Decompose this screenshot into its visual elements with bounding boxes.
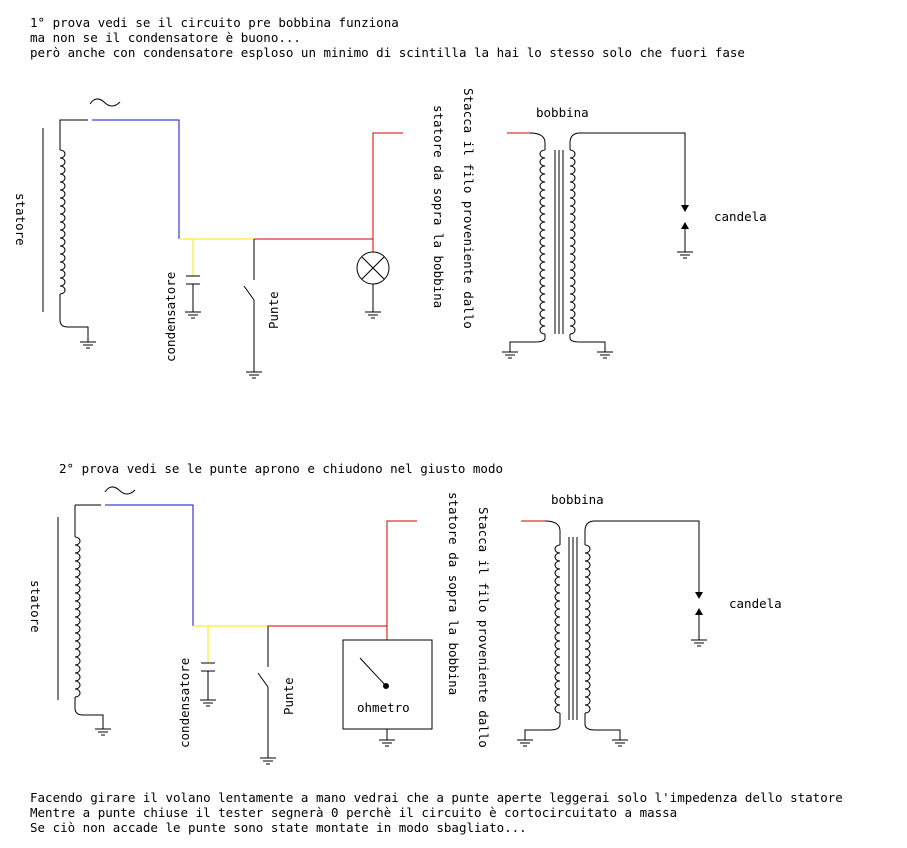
test2-heading: 2° prova vedi se le punte aprono e chiud… (59, 461, 504, 476)
label-statore: statore (28, 580, 43, 633)
label-punte: Punte (281, 677, 296, 715)
label-ohmetro: ohmetro (357, 700, 410, 715)
wire-red (254, 132, 403, 252)
label-condensatore: condensatore (177, 657, 192, 748)
label-statore: statore (13, 193, 28, 246)
ignition-coil-2 (517, 520, 700, 747)
wire-blue (92, 119, 180, 239)
spark-plug-1 (677, 205, 693, 259)
wire-red (268, 520, 417, 640)
stator-coil-2 (57, 504, 111, 736)
intro-line-3: però anche con condensatore esploso un m… (30, 45, 745, 60)
label-note-b: statore da sopra la bobbina (446, 492, 461, 696)
label-bobbina: bobbina (551, 492, 604, 507)
wire-yellow (179, 238, 254, 276)
ground-symbol (80, 341, 96, 349)
ac-symbol (89, 98, 121, 107)
label-condensatore: condensatore (163, 271, 178, 362)
capacitor (185, 275, 201, 319)
breaker-points (257, 626, 276, 765)
label-note-a: Stacca il filo proveniente dallo (461, 88, 476, 329)
label-punte: Punte (266, 291, 281, 329)
intro-line-2: ma non se il condensatore è buono... (30, 30, 301, 45)
footer-line-3: Se ciò non accade le punte sono state mo… (30, 820, 527, 835)
diagram-1 (42, 98, 693, 379)
capacitor (200, 662, 216, 707)
lamp (356, 251, 390, 319)
ignition-coil-1 (502, 132, 686, 359)
wire-blue (105, 504, 194, 626)
stator-coil-1 (42, 119, 89, 342)
breaker-points (243, 239, 262, 379)
ohmmeter (342, 639, 433, 747)
label-note-a: Stacca il filo proveniente dallo (476, 507, 491, 748)
label-candela: candela (714, 209, 767, 224)
label-candela: candela (729, 596, 782, 611)
ac-symbol (104, 486, 136, 495)
label-note-b: statore da sopra la bobbina (431, 105, 446, 309)
label-bobbina: bobbina (536, 105, 589, 120)
intro-line-1: 1° prova vedi se il circuito pre bobbina… (30, 15, 399, 30)
wire-yellow (193, 625, 268, 663)
footer-line-2: Mentre a punte chiuse il tester segnerà … (30, 805, 678, 820)
spark-plug-2 (691, 592, 707, 647)
footer-line-1: Facendo girare il volano lentamente a ma… (30, 790, 843, 805)
diagram-2 (57, 486, 707, 765)
